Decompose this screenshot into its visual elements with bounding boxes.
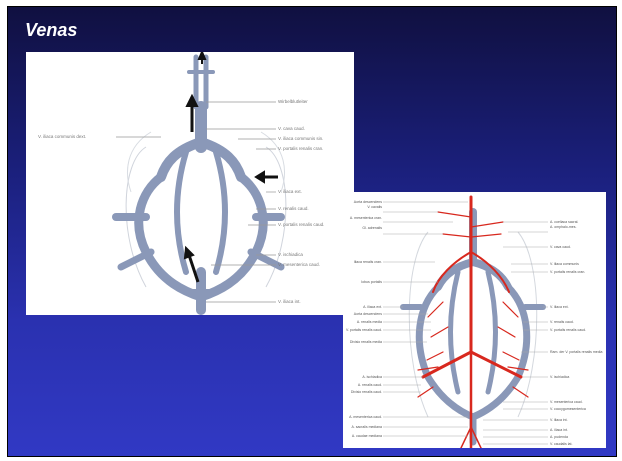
label-v-portalis-renalis-caud: V. portalis renalis caud. (278, 222, 324, 227)
label-a-coeliaca: A. coeliaca sacral. (550, 220, 578, 224)
label-v-mesenterica-caud: V. mesenterica caud. (278, 262, 320, 267)
label-v-portalis-renalis-cran: V. portalis renalis cran. (278, 146, 323, 151)
label-a-renalis-media: A. renalis media (357, 320, 382, 324)
label-divisio-renalis-caud: Divisio renalis caud. (351, 390, 382, 394)
label-a-sacralis-mediana: A. sacralis mediana (351, 425, 382, 429)
arteriovenous-diagram: Aorta descendens V. cavalis A. mesenteri… (343, 192, 606, 448)
label-a-iliaca-ext: A. iliaca ext. (363, 305, 382, 309)
label-gl-adrenalis: Gl. adrenalis (362, 226, 382, 230)
label-v-renalis-caud: V. renalis caud. (278, 206, 309, 211)
venous-diagram: Wirbelblutleiter V. cava caud. V. iliaca… (26, 52, 354, 315)
label-v-caudalis-lat: V. caudalis lat. (550, 442, 572, 446)
label-aorta-descendens: Aorta descendens (354, 312, 382, 316)
label-v-iliaca-ext: V. iliaca ext. (278, 189, 302, 194)
label-lobus-portalis: Iobus portalis (361, 280, 382, 284)
label-a-pudenda: A. pudenda (550, 435, 568, 439)
label-v-cava-caud-right: V. cava caud. (550, 245, 571, 249)
slide-title: Venas (25, 20, 77, 41)
slide: Venas (7, 6, 617, 457)
label-v-portalis-renalis-cran-right: V. portalis renalis cran. (550, 270, 585, 274)
label-v-renalis-caud-right: V. renalis caud. (550, 320, 574, 324)
label-iliaca-renalis-cran: Iliaca renalis cran. (354, 260, 382, 264)
arteriovenous-diagram-panel: Aorta descendens V. cavalis A. mesenteri… (343, 192, 606, 448)
label-v-ischiadica: V. ischiadica (278, 252, 303, 257)
label-v-iliaca-communis-dext: V. iliaca communis dext. (38, 134, 86, 139)
label-v-iliaca-communis: V. iliaca communis (550, 262, 579, 266)
label-v-coccygomesenterica: V. coccygomesenterica (550, 407, 586, 411)
label-a-caudae-mediana: A. caudae mediana (352, 434, 382, 438)
label-v-cavalis: V. cavalis (367, 205, 382, 209)
label-a-mesenterica-cran: A. mesenterica cran. (350, 216, 382, 220)
label-v-mesenterica-caud-right: V. mesenterica caud. (550, 400, 583, 404)
label-a-omphalo-mes: A. omphalo-mes. (550, 225, 576, 229)
label-aorta-descendens-top: Aorta descendens (354, 200, 382, 204)
venous-diagram-panel: Wirbelblutleiter V. cava caud. V. iliaca… (26, 52, 354, 315)
label-v-iliaca-ext-right: V. iliaca ext. (550, 305, 569, 309)
label-a-iliaca-int: A. iliaca int. (550, 428, 568, 432)
label-v-portalis-renalis-caud-right: V. portalis renalis caud. (550, 328, 586, 332)
label-a-ischiadica: A. ischiadica (362, 375, 382, 379)
label-v-portalis-renalis-caud-left: V. portalis renalis caud. (346, 328, 382, 332)
label-divisio-renalis-media: Divisio renalis media (350, 340, 382, 344)
label-wirbelblutleiter: Wirbelblutleiter (278, 99, 308, 104)
label-v-ischiadica-right: V. ischiadica (550, 375, 569, 379)
label-a-mesenterica-caud: A. mesenterica caud. (349, 415, 382, 419)
label-v-cava-caud: V. cava caud. (278, 126, 305, 131)
label-v-iliaca-int-right: V. iliaca int. (550, 418, 568, 422)
label-v-iliaca-communis-sin: V. iliaca communis sin. (278, 136, 323, 141)
label-v-iliaca-int: V. iliaca int. (278, 299, 301, 304)
label-ram-v-portalis-renalis-media: Ram. der V. portalis renalis media (550, 350, 602, 354)
label-a-renalis-caud: A. renalis caud. (358, 383, 382, 387)
